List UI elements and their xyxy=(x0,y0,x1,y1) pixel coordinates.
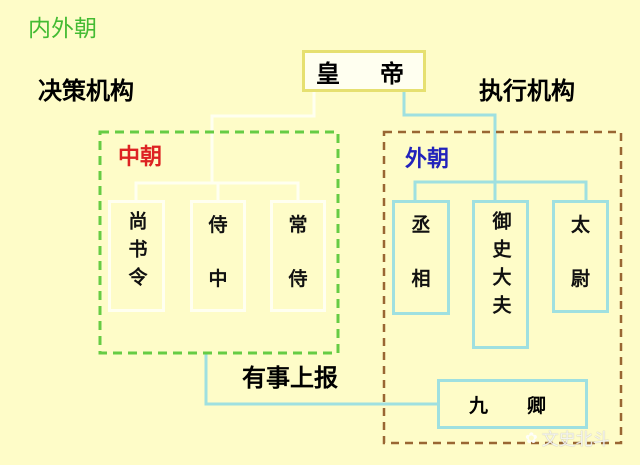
office-char: 丞 xyxy=(411,214,431,236)
office-char: 中 xyxy=(208,268,228,290)
office-char: 常 xyxy=(288,214,308,236)
inner-court-border xyxy=(98,130,340,355)
report-label: 有事上报 xyxy=(242,364,338,392)
emperor-label: 皇 帝 xyxy=(316,59,412,88)
office-box-changshi: 常 侍 xyxy=(270,200,326,312)
outer-branch-line xyxy=(413,180,588,200)
office-name: 御史大夫 xyxy=(489,211,512,323)
office-char: 侍 xyxy=(208,214,228,236)
emperor-to-outer-line xyxy=(402,92,497,200)
page-title: 内外朝 xyxy=(28,16,97,42)
inner-court-label: 中朝 xyxy=(118,145,163,170)
wechat-icon: ✿ xyxy=(525,428,538,447)
outer-court-border xyxy=(382,130,623,445)
office-char: 尉 xyxy=(570,268,590,290)
office-char: 相 xyxy=(411,268,431,290)
decision-label: 决策机构 xyxy=(38,77,134,105)
emperor-box: 皇 帝 xyxy=(302,50,426,92)
office-box-shangshuling: 尚书令 xyxy=(108,200,165,312)
watermark-text: 文史北斗 xyxy=(541,430,610,450)
office-box-yushidafu: 御史大夫 xyxy=(472,200,529,349)
office-char: 侍 xyxy=(288,268,308,290)
report-line xyxy=(204,353,437,406)
nine-ministers-label: 九 卿 xyxy=(468,394,556,417)
watermark: ✿ 文史北斗 xyxy=(525,425,610,451)
emperor-to-inner-line xyxy=(210,92,316,183)
office-box-chengxiang: 丞 相 xyxy=(392,200,450,315)
office-char: 太 xyxy=(570,214,590,236)
office-box-taiwei: 太 尉 xyxy=(552,200,609,313)
nine-ministers-box: 九 卿 xyxy=(437,379,588,429)
execution-label: 执行机构 xyxy=(479,77,575,105)
office-box-shizhong: 侍 中 xyxy=(190,200,246,312)
outer-court-label: 外朝 xyxy=(405,147,450,172)
office-name: 尚书令 xyxy=(125,211,148,295)
